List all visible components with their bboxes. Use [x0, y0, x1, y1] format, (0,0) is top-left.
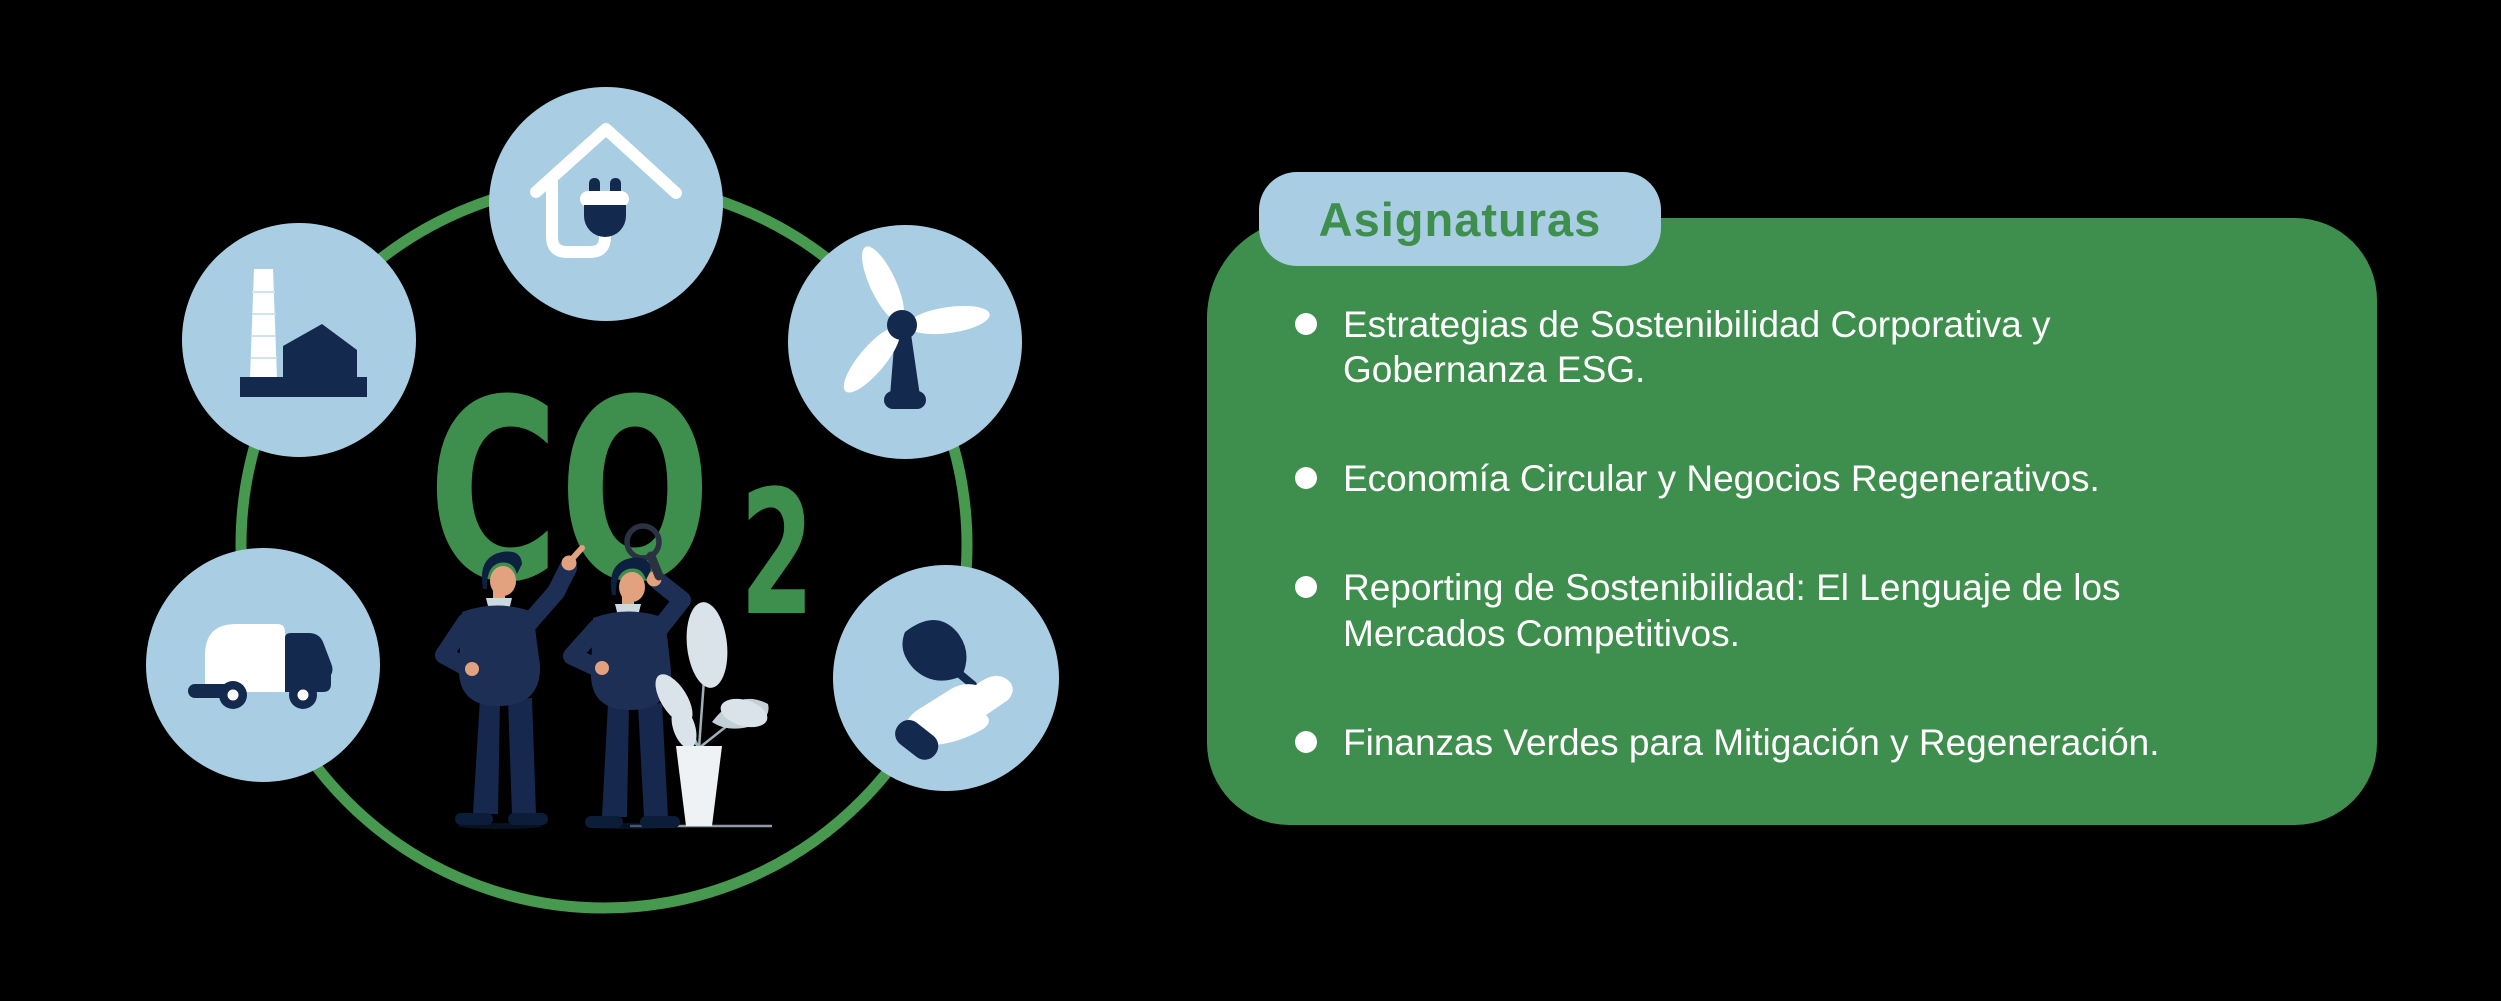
subject-text: Finanzas Verdes para Mitigación y Regene… [1343, 721, 2160, 763]
subjects-panel: Asignaturas Estrategias de Sostenibilida… [1207, 172, 2377, 825]
co2-subscript: 2 [740, 453, 814, 654]
bullet-dot-icon [1295, 730, 1317, 753]
list-item: Reporting de Sostenibilidad: El Lenguaje… [1295, 565, 2173, 655]
house-energy-plug-icon [489, 87, 723, 321]
hand-holding-leaf-icon [833, 565, 1059, 791]
list-item: Finanzas Verdes para Mitigación y Regene… [1295, 720, 2173, 765]
co2-illustration: CO 2 [146, 87, 1059, 914]
subject-text: Estrategias de Sostenibilidad Corporativ… [1343, 304, 2051, 391]
bullet-dot-icon [1295, 576, 1317, 599]
subject-text: Reporting de Sostenibilidad: El Lenguaje… [1343, 567, 2121, 654]
magnifier-icon [624, 523, 664, 581]
subjects-list: Estrategias de Sostenibilidad Corporativ… [1295, 302, 2173, 765]
bullet-dot-icon [1295, 313, 1317, 335]
panel-title: Asignaturas [1318, 192, 1602, 246]
subject-text: Economía Circular y Negocios Regenerativ… [1343, 458, 2100, 500]
delivery-truck-icon [146, 548, 380, 782]
businessman-magnifier [563, 523, 691, 828]
bullet-dot-icon [1295, 467, 1317, 490]
list-item: Estrategias de Sostenibilidad Corporativ… [1295, 302, 2173, 392]
businessman-pointing [435, 545, 585, 825]
list-item: Economía Circular y Negocios Regenerativ… [1295, 456, 2173, 501]
panel-title-badge: Asignaturas [1259, 172, 1661, 266]
wind-turbine-icon [788, 225, 1022, 459]
potted-plant [655, 602, 769, 826]
factory-icon [182, 223, 416, 457]
